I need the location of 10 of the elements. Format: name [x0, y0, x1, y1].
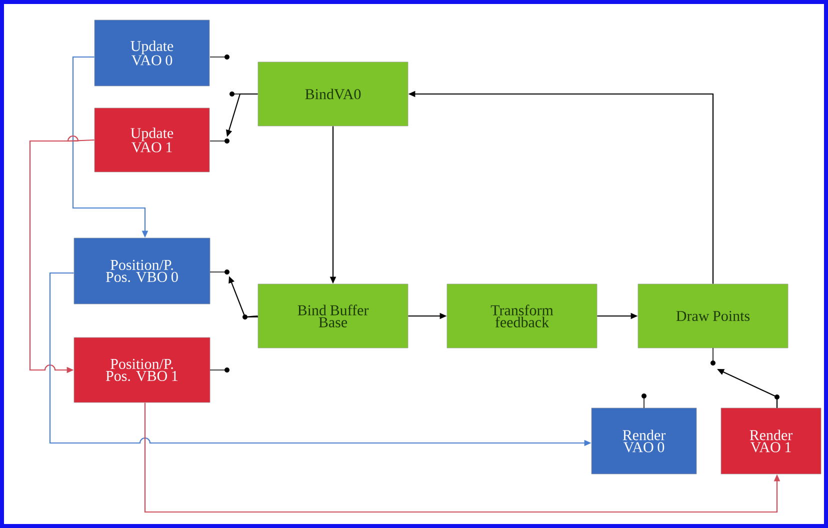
process-box: Update VAO 1: [94, 108, 210, 172]
process-box: BindVA0: [258, 62, 408, 126]
process-box: Render VAO 0: [591, 408, 697, 474]
process-box: Draw Points: [638, 284, 788, 348]
process-box: Transform feedback: [446, 284, 598, 348]
process-box: Position/P. Pos. VBO 0: [74, 238, 210, 304]
process-box: Update VAO 0: [94, 20, 210, 86]
process-box: Bind Buffer Base: [258, 284, 408, 348]
process-box: Render VAO 1: [720, 408, 822, 474]
process-box: Position/P. Pos. VBO 1: [74, 337, 210, 403]
